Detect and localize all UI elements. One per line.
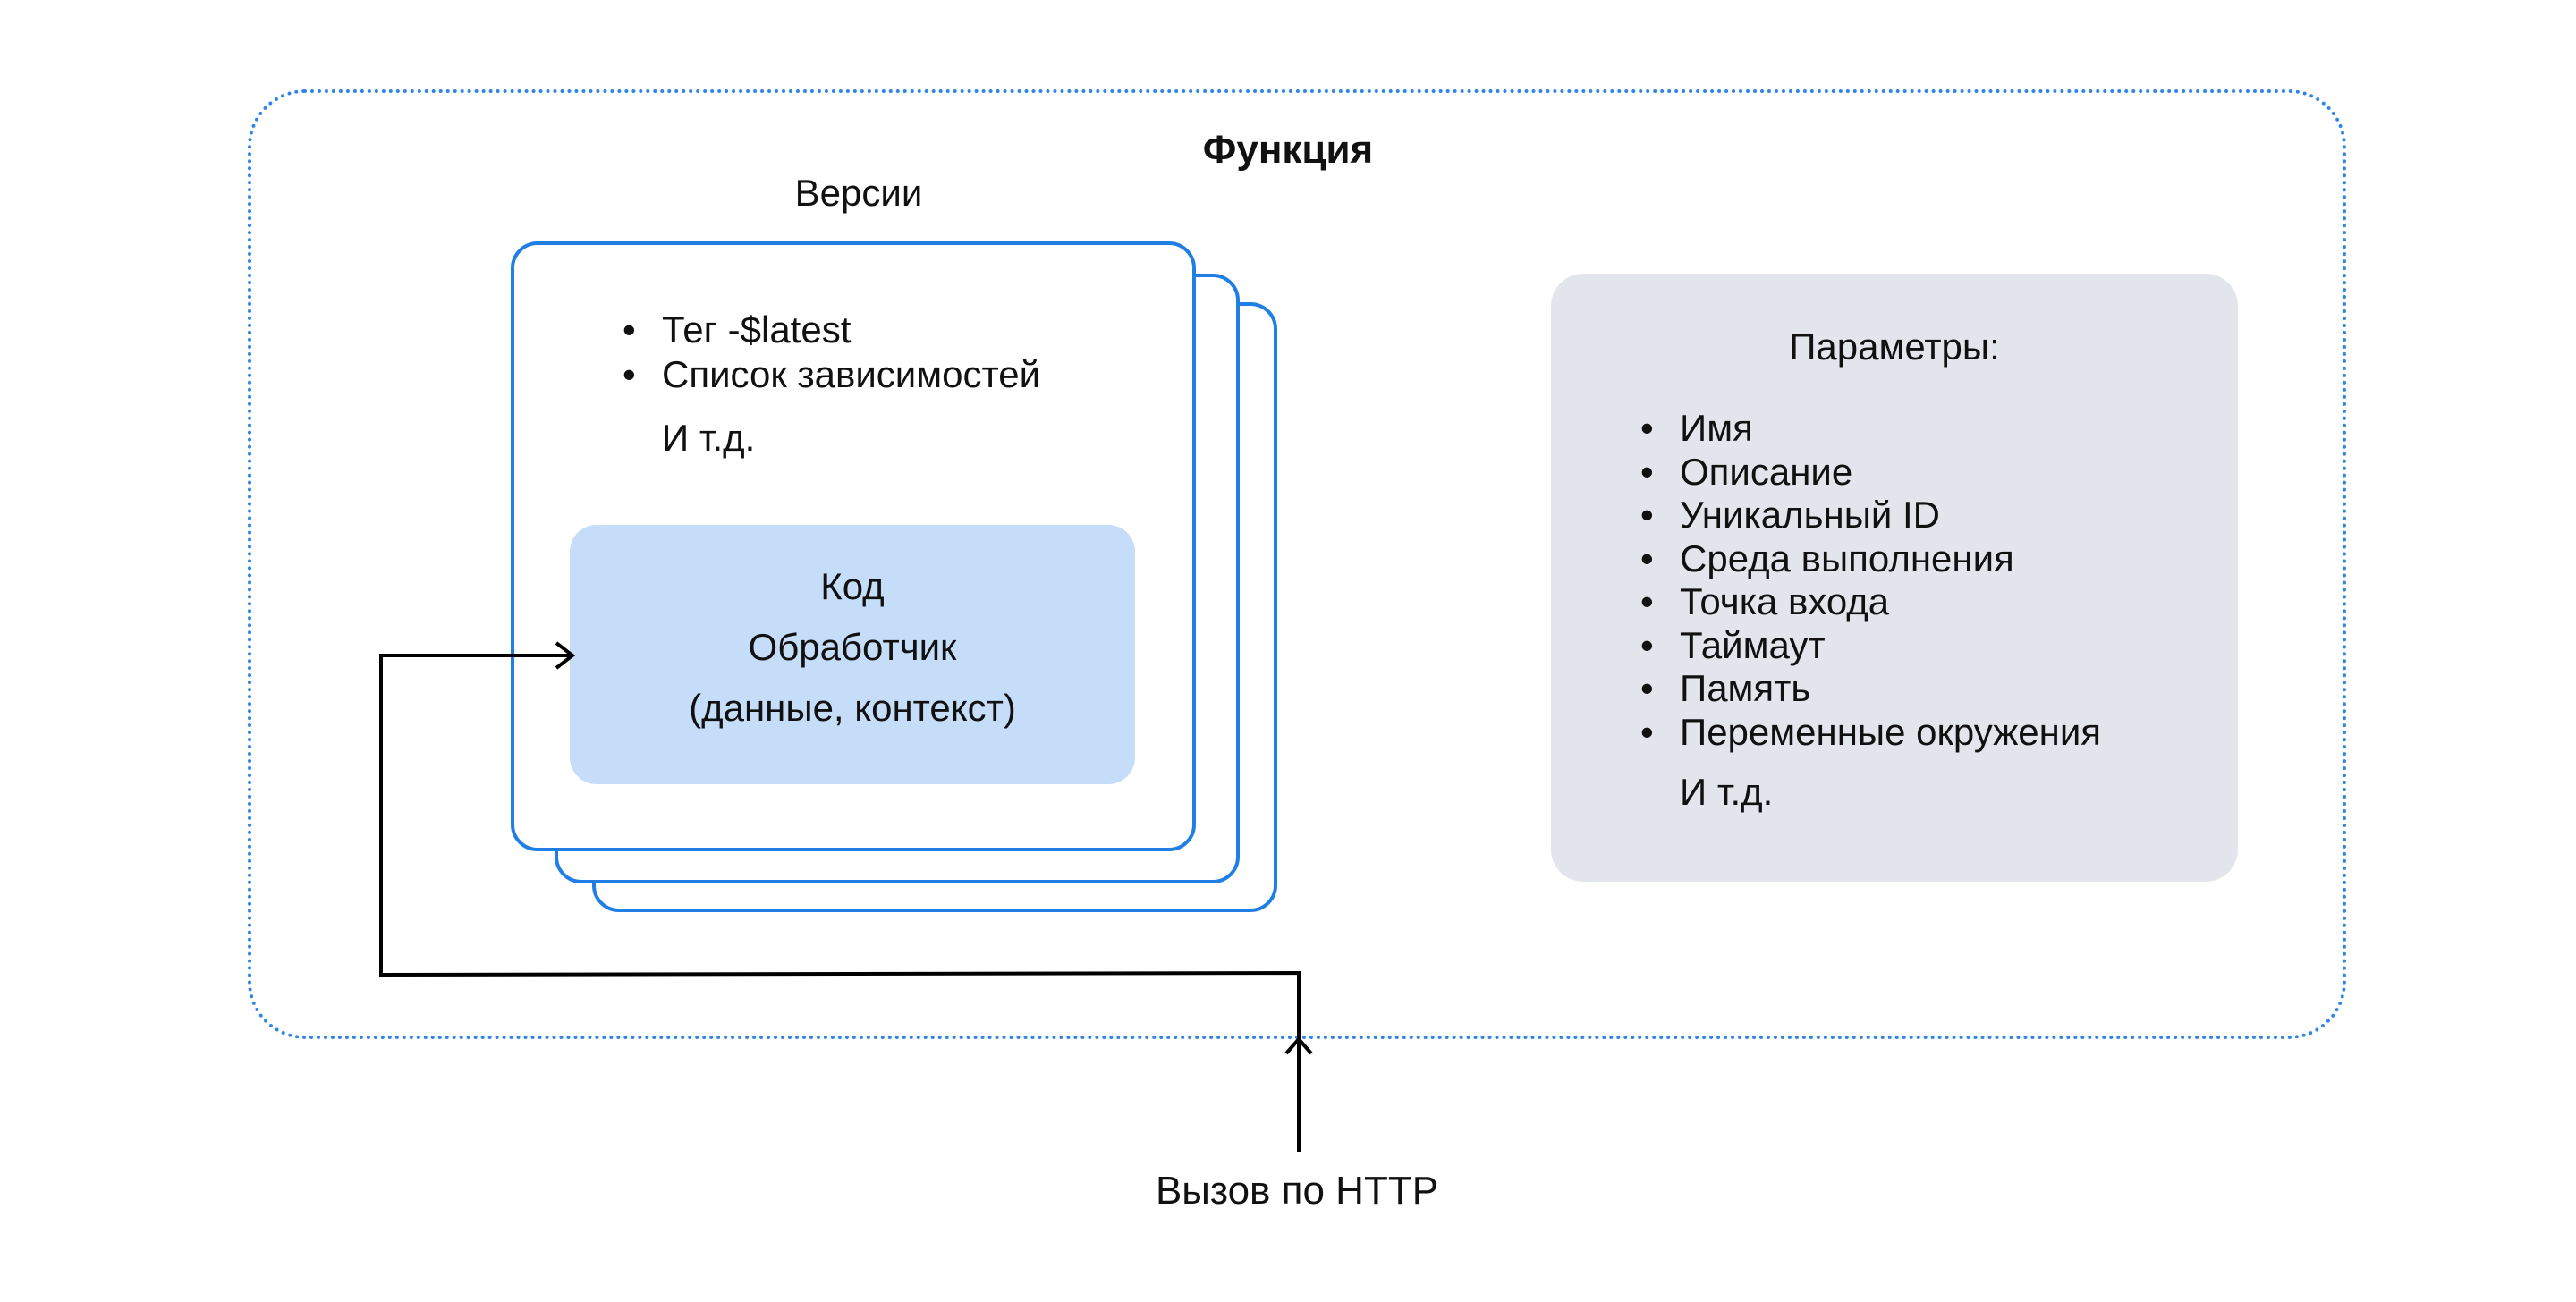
parameter-item: Переменные окружения: [1635, 711, 2101, 755]
parameters-list: Имя Описание Уникальный ID Среда выполне…: [1635, 407, 2101, 754]
code-handler: Обработчик: [748, 626, 957, 668]
parameter-item: Таймаут: [1635, 624, 2101, 668]
version-property-item: Тег -$latest: [617, 308, 1040, 352]
code-title: Код: [820, 565, 885, 607]
parameters-etc-text: И т.д.: [1680, 771, 1774, 813]
parameter-item: Уникальный ID: [1635, 494, 2101, 537]
versions-title: Версии: [794, 172, 923, 214]
parameter-item: Память: [1635, 667, 2101, 711]
arrowhead-into-function-icon: [1284, 1036, 1313, 1055]
code-handler-args: (данные, контекст): [689, 687, 1016, 729]
parameter-item: Описание: [1635, 451, 2101, 495]
parameter-item: Имя: [1635, 407, 2101, 451]
version-properties-list: Тег -$latest Список зависимостей: [617, 308, 1040, 397]
function-title: Функция: [1202, 128, 1374, 172]
version-etc-text: И т.д.: [662, 417, 756, 459]
version-property-item: Список зависимостей: [617, 352, 1040, 397]
parameters-title: Параметры:: [1789, 326, 2000, 368]
parameter-item: Точка входа: [1635, 580, 2101, 624]
parameter-item: Среда выполнения: [1635, 537, 2101, 581]
http-invocation-label: Вызов по HTTP: [1155, 1169, 1439, 1213]
